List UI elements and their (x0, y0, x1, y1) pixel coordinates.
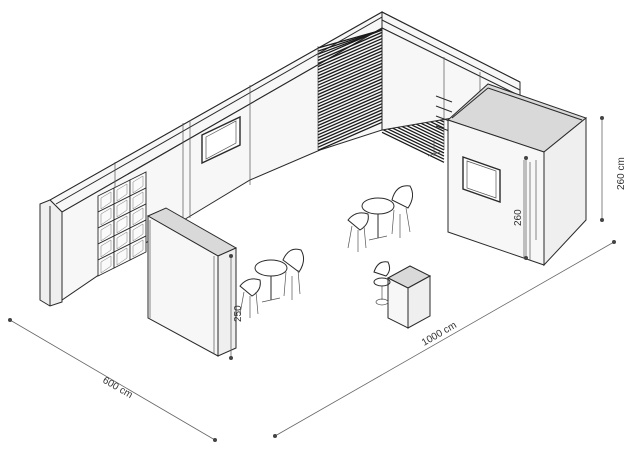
shelf-cube (129, 235, 147, 261)
slat-left (317, 69, 383, 99)
dimension-260-wall: 260 cm (600, 116, 627, 222)
shelf-cube-inner (132, 175, 144, 194)
dimension-260-wall-label: 260 cm (616, 157, 627, 190)
shelf-cube-inner (132, 207, 144, 226)
slat-left (317, 115, 383, 145)
shelf-cube-inner (100, 207, 112, 226)
dimension-260-storage: 260 (513, 156, 528, 260)
shelf-cube-inner (132, 239, 144, 258)
slat-left (317, 34, 383, 65)
cube-shelving (97, 171, 147, 277)
tv-screen-back-wall (201, 115, 241, 165)
slat-left (317, 62, 383, 92)
table-left (254, 259, 288, 303)
slat-left (317, 90, 383, 120)
table-right (361, 197, 395, 241)
shelf-cube-inner (132, 191, 144, 210)
slat-left (317, 93, 383, 123)
dimension-250-label: 250 (233, 305, 244, 322)
shelf-cube-inner (116, 199, 128, 218)
slat-left (317, 103, 383, 133)
slat-left (317, 109, 383, 139)
slat-left (317, 56, 383, 86)
chair-left-2 (239, 278, 261, 318)
shelf-cube-inner (100, 191, 112, 210)
shelf-cube-inner (132, 223, 144, 242)
shelf-cube-inner (116, 231, 128, 250)
reception-counter (386, 265, 432, 329)
dimension-1000: 1000 cm (273, 240, 616, 438)
slat-left (317, 50, 383, 80)
left-end-panel (39, 199, 63, 307)
slat-left (317, 59, 383, 89)
slat-left (317, 38, 383, 68)
slat-left (317, 78, 383, 108)
slat-left (317, 47, 383, 77)
shelf-cube-inner (100, 223, 112, 242)
slat-left (317, 81, 383, 111)
slat-left (317, 65, 383, 96)
slat-left (317, 87, 383, 117)
shelf-cube-inner (100, 255, 112, 274)
slat-left (317, 112, 383, 142)
dimension-250: 250 (229, 254, 244, 360)
slat-left (317, 53, 383, 83)
chair-right-1 (391, 185, 414, 238)
slat-left (317, 106, 383, 136)
dimension-260-storage-label: 260 (513, 209, 524, 226)
slat-left (317, 84, 383, 114)
shelf-cube-inner (116, 215, 128, 234)
slat-left (317, 72, 383, 102)
chair-left-1 (282, 248, 305, 300)
slat-left (317, 118, 383, 148)
shelf-cube-inner (116, 247, 128, 266)
slat-left (317, 28, 383, 58)
slat-left (317, 100, 383, 130)
slat-left (317, 41, 383, 71)
front-partition (146, 207, 238, 357)
slat-right (381, 131, 445, 163)
dimension-600-label: 600 cm (101, 375, 135, 401)
chair-right-2 (347, 212, 369, 252)
slat-left (317, 44, 383, 74)
tv-screen-storage (462, 156, 501, 203)
slat-left (317, 75, 383, 105)
slat-left (317, 96, 383, 127)
slat-left (317, 121, 383, 151)
slat-left (317, 31, 383, 61)
bar-stool (373, 261, 391, 306)
shelf-cube-inner (116, 183, 128, 202)
shelf-cube-inner (100, 239, 112, 258)
